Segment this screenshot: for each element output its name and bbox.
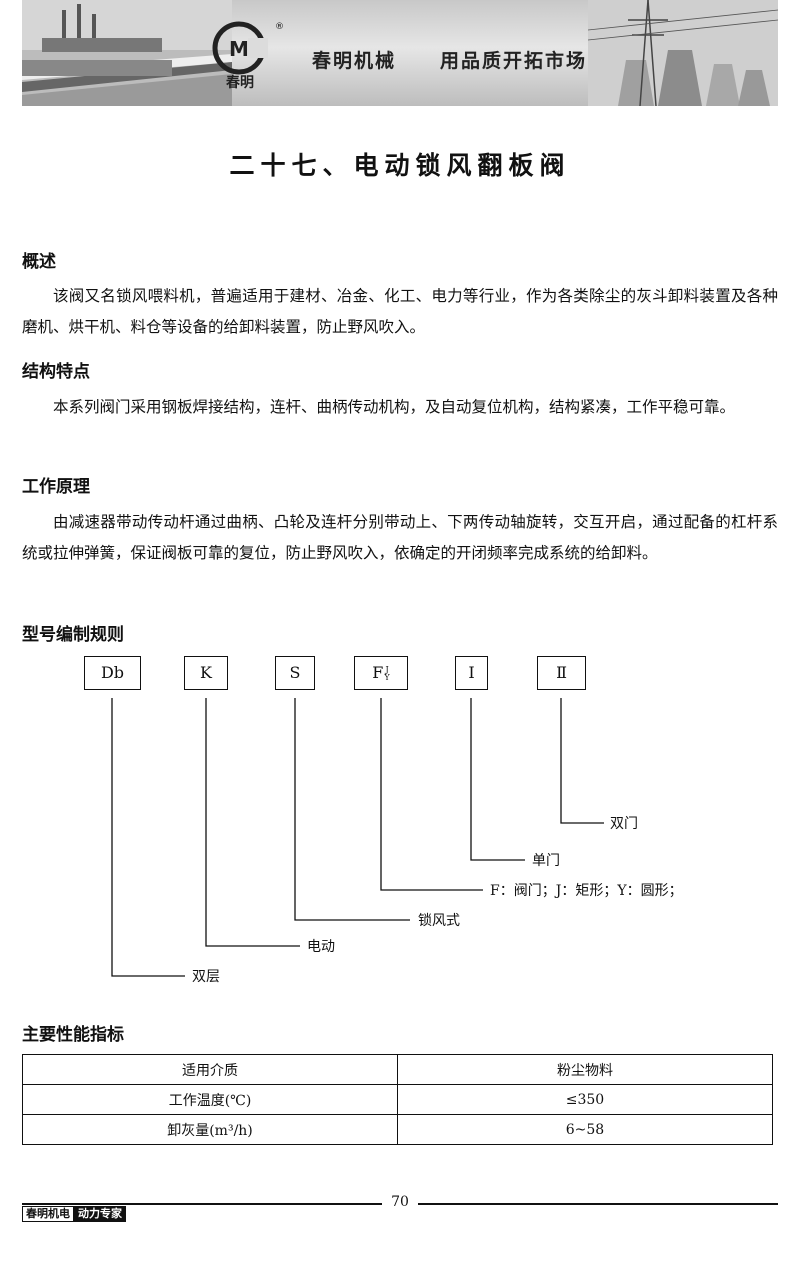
footer-brand-name: 春明机电	[22, 1206, 74, 1222]
overview-text: 该阀又名锁风喂料机，普遍适用于建材、冶金、化工、电力等行业，作为各类除尘的灰斗卸…	[22, 287, 778, 336]
connector-db	[111, 698, 185, 977]
model-heading: 型号编制规则	[22, 625, 124, 645]
table-cell: 粉尘物料	[397, 1054, 773, 1085]
code-box-ii: Ⅱ	[537, 656, 586, 690]
registered-mark: ®	[275, 22, 284, 32]
principle-text: 由减速器带动传动杆通过曲柄、凸轮及连杆分别带动上、下两传动轴旋转，交互开启，通过…	[22, 513, 778, 562]
code-box-f-sup: J	[385, 664, 389, 674]
overview-heading: 概述	[22, 252, 56, 272]
structure-heading: 结构特点	[22, 362, 90, 382]
footer-rule-left	[22, 1203, 382, 1205]
company-logo: M	[212, 21, 268, 75]
svg-text:M: M	[229, 37, 249, 61]
table-row: 卸灰量(m³/h) 6~58	[22, 1114, 773, 1145]
slogan-company: 春明机械	[312, 50, 397, 72]
logo-text: 春明	[226, 75, 254, 91]
footer-brand: 春明机电 动力专家	[22, 1206, 126, 1222]
structure-text: 本系列阀门采用钢板焊接结构，连杆、曲柄传动机构，及自动复位机构，结构紧凑，工作平…	[53, 398, 736, 416]
table-cell: 6~58	[397, 1114, 773, 1145]
label-lock-air: 锁风式	[418, 913, 460, 929]
code-box-db: Db	[84, 656, 141, 690]
principle-heading: 工作原理	[22, 477, 90, 497]
code-box-f-sub: Y	[384, 672, 390, 682]
power-plant-photo-right	[588, 0, 778, 106]
label-single-door: 单门	[532, 853, 560, 869]
label-valve-type: F：阀门；J：矩形；Y：圆形；	[490, 883, 683, 899]
label-double-door: 双门	[610, 816, 638, 832]
footer-tagline: 动力专家	[74, 1206, 126, 1222]
connector-s	[294, 698, 410, 921]
slogan-quality: 用品质开拓市场	[440, 50, 588, 72]
table-cell: ≤350	[397, 1084, 773, 1115]
table-row: 适用介质 粉尘物料	[22, 1054, 773, 1085]
code-box-s: S	[275, 656, 315, 690]
industrial-photo-left	[22, 0, 232, 106]
code-box-k: K	[184, 656, 228, 690]
code-box-f-letter: F	[372, 663, 384, 682]
connector-f	[380, 698, 483, 891]
footer-rule-right	[418, 1203, 778, 1205]
performance-table: 适用介质 粉尘物料 工作温度(℃) ≤350 卸灰量(m³/h) 6~58	[22, 1054, 773, 1145]
label-double-layer: 双层	[192, 969, 220, 985]
connector-ii	[560, 698, 604, 824]
table-cell: 工作温度(℃)	[22, 1084, 398, 1115]
code-box-i: Ⅰ	[455, 656, 488, 690]
connector-k	[205, 698, 300, 947]
connector-i	[470, 698, 525, 861]
label-electric: 电动	[307, 939, 335, 955]
performance-heading: 主要性能指标	[22, 1025, 124, 1045]
page-number: 70	[391, 1194, 409, 1210]
table-cell: 卸灰量(m³/h)	[22, 1114, 398, 1145]
table-row: 工作温度(℃) ≤350	[22, 1084, 773, 1115]
header-banner: M ® 春明 春明机械 用品质开拓市场	[22, 0, 778, 106]
page-title: 二十七、电动锁风翻板阀	[229, 151, 571, 180]
table-cell: 适用介质	[22, 1054, 398, 1085]
